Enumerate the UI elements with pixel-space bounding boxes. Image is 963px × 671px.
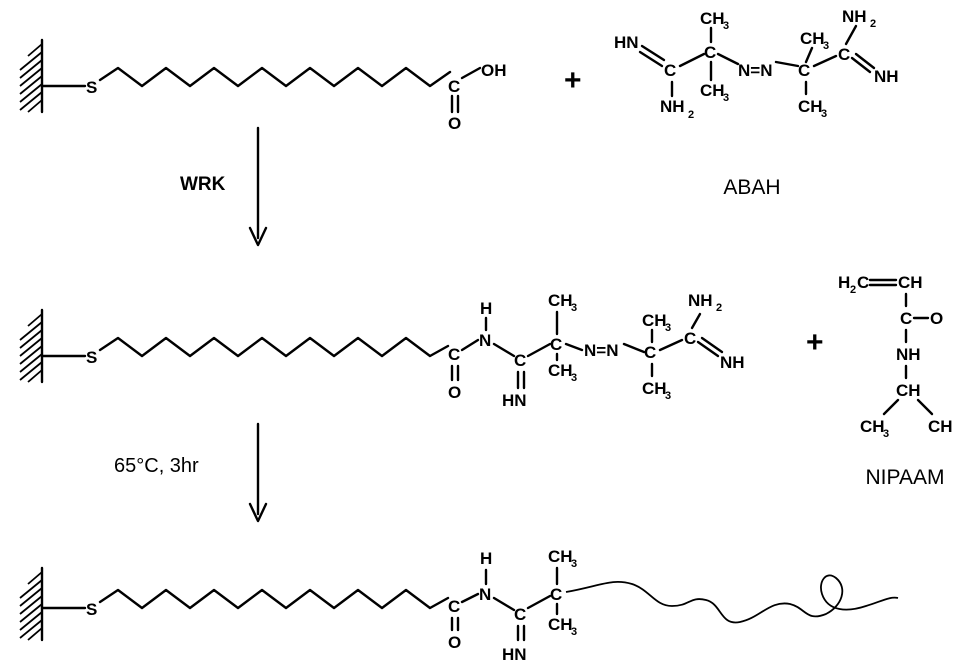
svg-text:H: H — [480, 549, 492, 568]
svg-text:3: 3 — [723, 92, 729, 104]
svg-text:O: O — [448, 383, 461, 402]
svg-text:O: O — [448, 114, 461, 133]
svg-text:C: C — [550, 335, 562, 354]
svg-text:C: C — [448, 345, 460, 364]
alkyl-chain-3 — [98, 588, 450, 610]
svg-text:N: N — [479, 585, 491, 604]
svg-text:3: 3 — [665, 322, 671, 334]
svg-text:CH: CH — [800, 29, 825, 48]
svg-text:N: N — [479, 331, 491, 350]
svg-text:CH: CH — [548, 547, 573, 566]
svg-text:CH: CH — [548, 361, 573, 380]
nipaam-structure: H 2 C CH C O NH CH CH 3 CH — [838, 273, 953, 440]
svg-text:N=N: N=N — [584, 341, 618, 360]
svg-text:OH: OH — [481, 61, 507, 80]
svg-text:C: C — [857, 273, 869, 292]
nipaam-label: NIPAAM — [866, 466, 945, 489]
svg-text:HN: HN — [502, 645, 527, 664]
svg-text:O: O — [930, 309, 943, 328]
alkyl-chain-2 — [98, 336, 450, 358]
svg-text:3: 3 — [723, 20, 729, 32]
svg-text:C: C — [448, 77, 460, 96]
svg-text:C: C — [838, 45, 850, 64]
svg-text:3: 3 — [883, 428, 889, 440]
svg-text:CH: CH — [798, 97, 823, 116]
svg-text:3: 3 — [571, 372, 577, 384]
svg-text:NH: NH — [688, 291, 713, 310]
svg-text:CH: CH — [548, 291, 573, 310]
sulfur-atom-2: S — [86, 348, 97, 367]
svg-text:C: C — [664, 61, 676, 80]
sulfur-atom-3: S — [86, 600, 97, 619]
wrk-label: WRK — [180, 174, 226, 195]
gold-surface-1 — [19, 38, 87, 114]
conditions-label: 65°C, 3hr — [114, 455, 199, 477]
svg-text:C: C — [900, 309, 912, 328]
polymer-chain — [565, 574, 899, 624]
svg-text:NH: NH — [842, 7, 867, 26]
svg-text:NH: NH — [874, 67, 899, 86]
gold-surface-2 — [19, 308, 87, 384]
svg-text:C: C — [514, 605, 526, 624]
gold-surface-3 — [19, 566, 87, 642]
svg-text:3: 3 — [571, 626, 577, 638]
reaction-arrow-2 — [248, 422, 268, 523]
svg-text:C: C — [448, 597, 460, 616]
svg-text:C: C — [644, 343, 656, 362]
svg-text:NH: NH — [896, 345, 921, 364]
svg-text:CH: CH — [642, 379, 667, 398]
svg-text:C: C — [514, 351, 526, 370]
svg-text:NH: NH — [660, 97, 685, 116]
reaction-arrow-1 — [248, 126, 268, 247]
svg-text:3: 3 — [823, 40, 829, 52]
svg-text:2: 2 — [850, 284, 856, 296]
svg-text:2: 2 — [870, 18, 876, 30]
svg-text:3: 3 — [665, 390, 671, 402]
svg-text:C: C — [704, 43, 716, 62]
svg-text:CH: CH — [642, 311, 667, 330]
svg-text:NH: NH — [720, 353, 745, 372]
grafted-polymer-amide: C O N H C HN C CH 3 CH 3 — [448, 547, 577, 664]
svg-text:H: H — [480, 299, 492, 318]
svg-text:CH: CH — [548, 615, 573, 634]
svg-text:CH: CH — [700, 81, 725, 100]
svg-text:N=N: N=N — [738, 61, 772, 80]
svg-text:CH: CH — [860, 417, 885, 436]
svg-text:3: 3 — [821, 108, 827, 120]
abah-label: ABAH — [723, 176, 780, 199]
svg-text:O: O — [448, 633, 461, 652]
svg-text:HN: HN — [502, 391, 527, 410]
sulfur-atom-1: S — [86, 78, 97, 97]
svg-text:2: 2 — [716, 302, 722, 314]
svg-text:CH: CH — [898, 273, 923, 292]
svg-text:C: C — [798, 61, 810, 80]
svg-text:3: 3 — [571, 302, 577, 314]
svg-text:H: H — [838, 273, 850, 292]
carboxylic-acid-group: C OH O — [448, 61, 507, 133]
svg-text:3: 3 — [571, 558, 577, 570]
abah-structure: HN C NH 2 C CH 3 CH 3 N=N C CH 3 CH 3 C … — [614, 7, 899, 121]
plus-sign-2: + — [806, 326, 824, 359]
svg-text:C: C — [684, 329, 696, 348]
svg-text:CH: CH — [700, 9, 725, 28]
svg-text:HN: HN — [614, 33, 639, 52]
svg-text:CH: CH — [928, 417, 953, 436]
plus-sign-1: + — [564, 64, 582, 97]
alkyl-chain-1 — [98, 66, 452, 88]
azo-initiator-amide: C O N H C HN C CH 3 CH 3 N=N C CH 3 CH 3… — [448, 291, 745, 410]
svg-text:CH: CH — [896, 381, 921, 400]
svg-text:C: C — [550, 585, 562, 604]
svg-text:2: 2 — [688, 109, 694, 121]
